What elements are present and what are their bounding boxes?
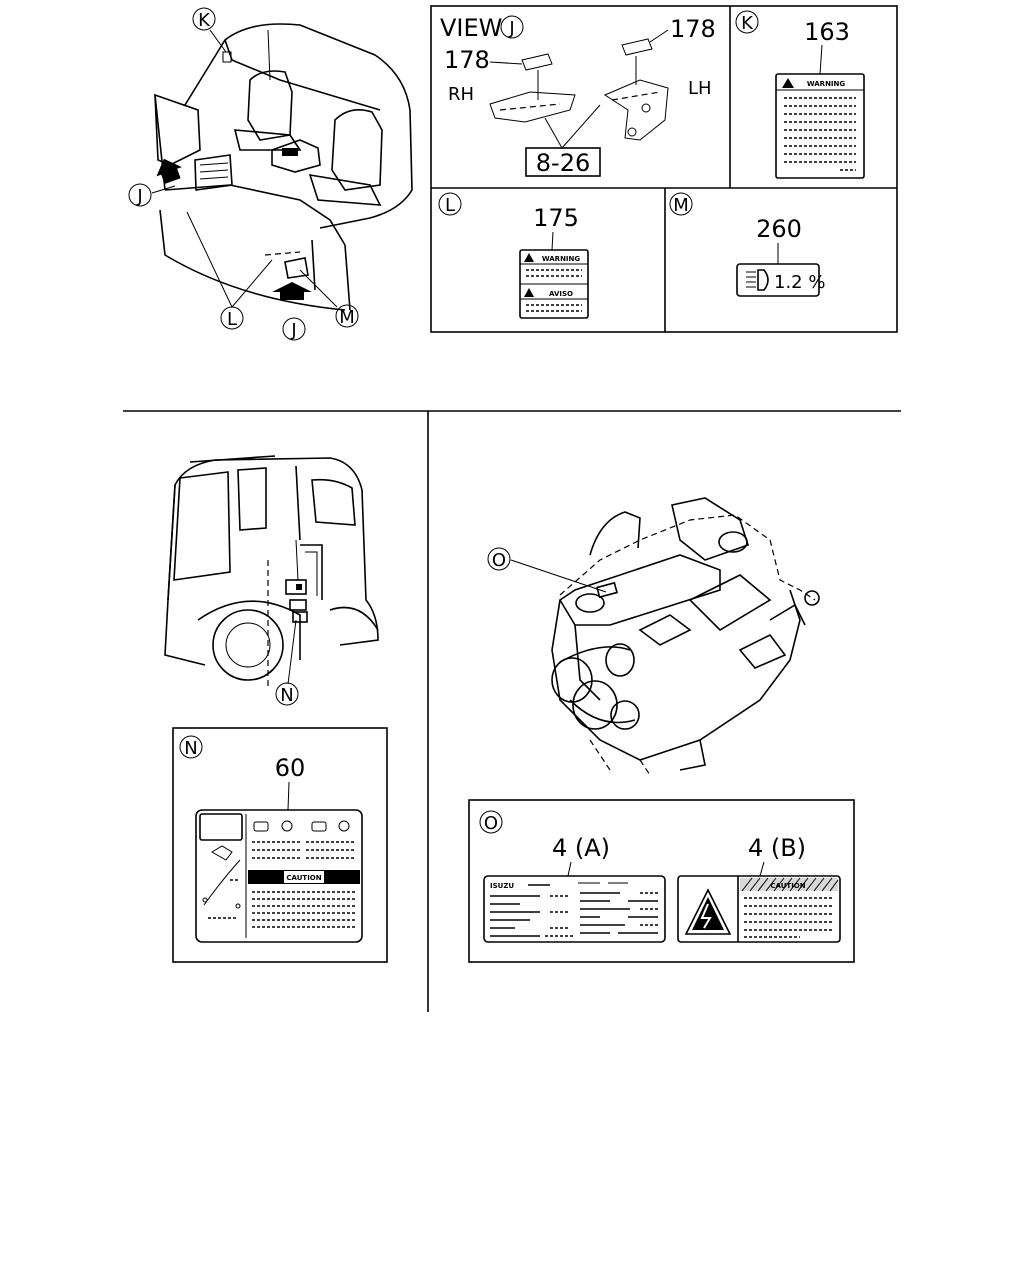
svg-text:CAUTION: CAUTION [770,882,805,890]
callout-m: M [335,304,359,328]
panel-l: L 175 WARNING AVISO [438,192,589,319]
panel-k: K 163 WARNING [735,10,865,179]
svg-text:N: N [184,738,197,759]
svg-text:K: K [741,13,754,34]
truck-cab-illustration [164,455,379,690]
aim-readout: 1.2 % [774,272,825,293]
panel-o: O 4 (A) 4 (B) ISUZU CAUTION [479,810,841,943]
detail-panels-frame [430,5,898,333]
view-title: VIEW [440,14,502,42]
callout-k: K [192,7,216,31]
view-j-panel: VIEW J 178 178 RH LH 8-26 [440,14,716,177]
svg-text:WARNING: WARNING [542,255,581,263]
svg-text:WARNING: WARNING [807,80,846,88]
panel-n: N 60 CAUTION [179,735,363,943]
svg-text:L: L [445,195,455,216]
headlight-icon [746,269,769,291]
callout-j-bottom: J [282,317,306,341]
part-178-left: 178 [444,46,490,74]
panel-n-frame [172,727,388,963]
svg-text:J: J [290,320,296,341]
svg-text:M: M [339,307,355,328]
callout-n: N [275,682,299,706]
callout-o: O [487,547,511,571]
svg-text:L: L [227,309,237,330]
engine-illustration [551,497,820,776]
callout-j-side: J [128,183,152,207]
part-163: 163 [804,18,850,46]
cab-interior-illustration [154,23,413,311]
svg-text:M: M [673,195,689,216]
svg-text:AVISO: AVISO [549,290,573,298]
svg-text:N: N [280,685,293,706]
svg-text:K: K [198,10,211,31]
ref-8-26: 8-26 [536,149,590,177]
svg-text:J: J [136,186,142,207]
part-260: 260 [756,215,802,243]
lh-label: LH [688,78,712,99]
hazard-triangle-icon [684,888,732,935]
part-175: 175 [533,204,579,232]
svg-text:O: O [484,813,498,834]
panel-m: M 260 1.2 % [669,192,825,297]
part-4a: 4 (A) [552,834,610,862]
part-178-right: 178 [670,15,716,43]
svg-text:O: O [492,550,506,571]
part-60: 60 [275,754,306,782]
isuzu-brand: ISUZU [490,882,514,890]
svg-text:J: J [508,18,514,39]
part-4b: 4 (B) [748,834,806,862]
svg-text:CAUTION: CAUTION [286,874,321,882]
rh-label: RH [448,84,474,105]
callout-l: L [220,306,244,330]
panel-o-frame [468,799,855,963]
